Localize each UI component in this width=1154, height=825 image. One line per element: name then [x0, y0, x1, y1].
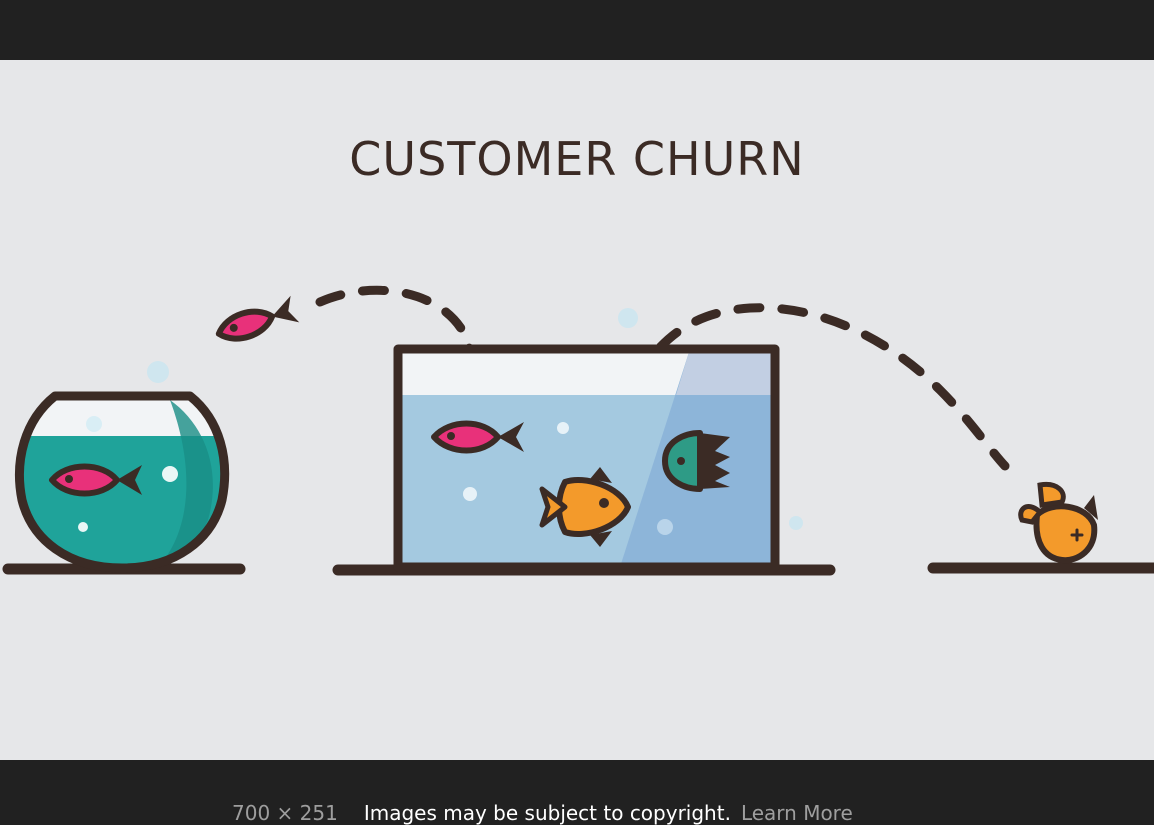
image-preview[interactable]: CUSTOMER CHURN	[0, 60, 1154, 760]
orange-fish-tank	[539, 467, 631, 547]
top-bar	[0, 0, 1154, 60]
copyright-notice: Images may be subject to copyright.	[363, 801, 731, 825]
jump-arcs	[315, 285, 1010, 471]
bottom-bar	[0, 760, 1154, 816]
dead-orange-fish	[1018, 481, 1098, 564]
customer-churn-illustration	[2, 285, 1154, 576]
pink-fish-jumping	[215, 295, 300, 342]
image-dimensions: 700 × 251	[232, 801, 338, 825]
illustration-title: CUSTOMER CHURN	[349, 132, 805, 186]
pink-fish-bowl	[49, 463, 142, 497]
green-fish-tank	[662, 430, 730, 492]
learn-more-link[interactable]: Learn More	[740, 801, 853, 825]
image-caption: 700 × 251 Images may be subject to copyri…	[232, 801, 853, 825]
pink-fish-tank	[431, 420, 524, 454]
